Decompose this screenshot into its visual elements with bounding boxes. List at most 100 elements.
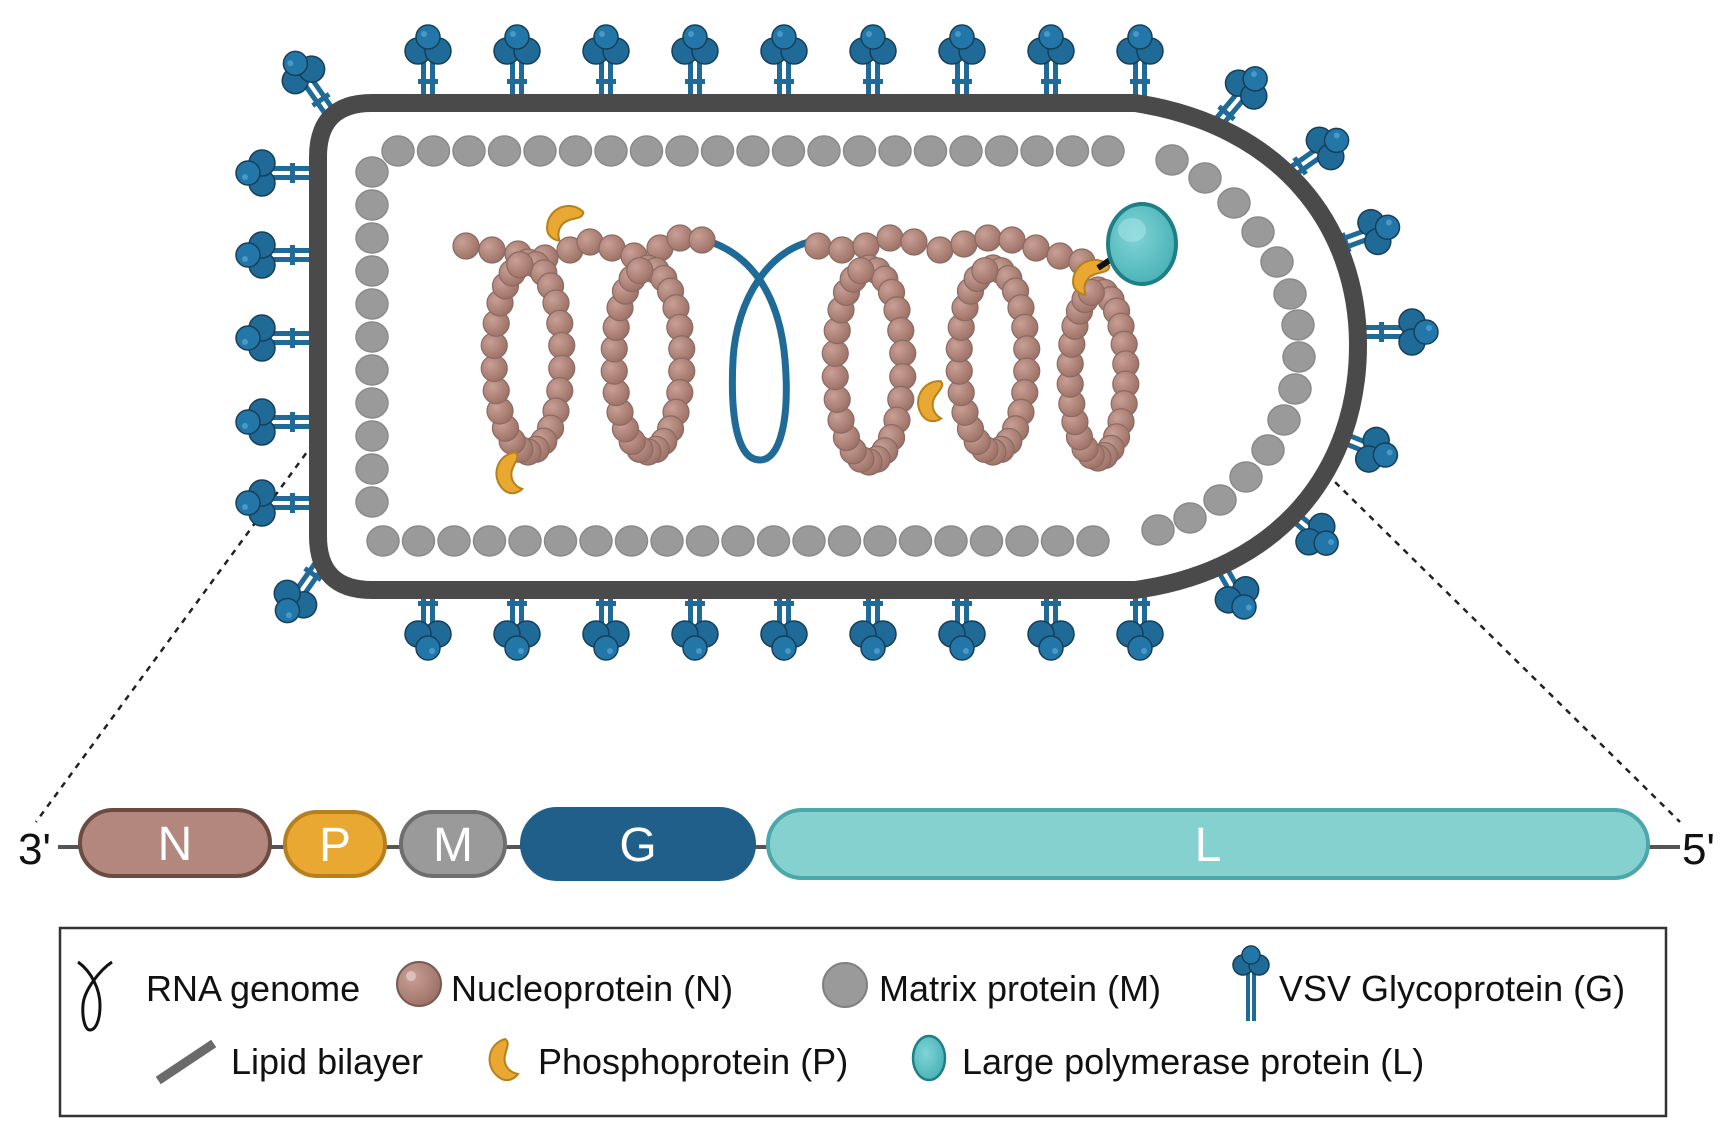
matrix-protein-icon (822, 962, 868, 1008)
glycoprotein-spike (1027, 572, 1075, 661)
matrix-protein (1005, 525, 1039, 557)
matrix-protein (685, 525, 720, 557)
matrix-protein (1203, 484, 1237, 516)
matrix-protein (934, 525, 968, 557)
nucleoprotein (950, 230, 978, 258)
nucleoprotein (998, 226, 1026, 254)
matrix-protein (1141, 514, 1175, 546)
genome-segment-g: G (520, 807, 756, 881)
matrix-protein (1241, 216, 1275, 248)
matrix-protein (827, 525, 862, 557)
nucleoprotein (971, 257, 999, 285)
glycoprotein-spike (849, 24, 897, 113)
matrix-protein (355, 387, 389, 419)
matrix-protein (1267, 404, 1301, 436)
glycoprotein-spike (671, 24, 719, 113)
glycoprotein-spike (1027, 24, 1075, 113)
nucleoprotein (626, 257, 654, 285)
glycoprotein-spike (938, 24, 986, 113)
glycoprotein-spike (849, 572, 897, 661)
lipid-bilayer-icon (155, 1039, 217, 1085)
matrix-protein (381, 135, 415, 167)
nucleoprotein (900, 228, 928, 256)
legend-nucleoprotein: Nucleoprotein (N) (451, 968, 733, 1009)
phosphoprotein (546, 205, 585, 242)
matrix-protein (452, 135, 486, 167)
matrix-protein (543, 525, 578, 557)
glycoprotein-spike (1350, 308, 1439, 356)
nucleoprotein (1022, 234, 1050, 262)
nucleoprotein (480, 354, 508, 383)
matrix-protein (1278, 373, 1312, 405)
nucleoprotein (828, 236, 856, 264)
nucleoprotein (889, 363, 917, 391)
zoom-guide-lines (34, 249, 1681, 823)
matrix-protein (1251, 434, 1285, 466)
nucleoprotein (887, 317, 915, 345)
matrix-protein (508, 525, 542, 557)
matrix-protein (558, 135, 593, 167)
genome-segment-m: M (399, 810, 507, 878)
matrix-protein (416, 135, 451, 167)
legend-vsv-glycoprotein: VSV Glycoprotein (G) (1279, 968, 1625, 1009)
matrix-protein (1217, 187, 1251, 219)
nucleoprotein (548, 331, 576, 360)
matrix-protein (700, 135, 735, 167)
nucleoprotein (926, 236, 954, 264)
matrix-protein (736, 135, 770, 167)
matrix-protein (355, 189, 389, 221)
legend-lipid-bilayer: Lipid bilayer (231, 1041, 423, 1082)
glycoprotein-spike (493, 572, 541, 661)
matrix-protein (650, 525, 684, 557)
nucleoprotein (847, 257, 875, 285)
matrix-protein (792, 525, 826, 557)
genome-5-prime-label: 5' (1682, 825, 1715, 874)
nucleoprotein (452, 232, 480, 260)
nucleocapsid-helix (452, 224, 1140, 476)
genome-segment-label: P (319, 819, 351, 872)
matrix-protein (366, 525, 400, 557)
nucleoprotein (506, 251, 534, 279)
matrix-protein (1260, 246, 1294, 278)
matrix-protein (437, 525, 471, 557)
matrix-protein (629, 135, 664, 167)
legend-rna-genome: RNA genome (146, 968, 360, 1009)
genome-segment-l: L (766, 808, 1650, 880)
genome-segment-label: N (158, 818, 193, 871)
matrix-protein (863, 525, 897, 557)
matrix-protein (984, 135, 1019, 167)
glycoprotein-spike (1116, 24, 1164, 113)
legend-matrix-protein: Matrix protein (M) (879, 968, 1161, 1009)
glycoprotein-spike (760, 24, 808, 113)
matrix-protein (721, 525, 755, 557)
large-polymerase-protein (1096, 202, 1178, 286)
large-polymerase-icon (911, 1034, 947, 1082)
glycoprotein-spike (582, 24, 630, 113)
glycoprotein-spike (235, 479, 324, 527)
glycoprotein-spike (760, 572, 808, 661)
legend-large-polymerase: Large polymerase protein (L) (962, 1041, 1424, 1082)
nucleoprotein (688, 226, 716, 254)
phosphoprotein (917, 380, 944, 423)
genome-segment-label: L (1195, 819, 1222, 872)
matrix-protein (355, 156, 389, 188)
genome-segment-label: M (433, 819, 473, 872)
nucleoprotein (821, 339, 849, 367)
matrix-protein (1040, 525, 1075, 557)
matrix-protein (1282, 341, 1316, 373)
matrix-protein (355, 453, 389, 485)
matrix-protein (1076, 525, 1110, 557)
matrix-protein (355, 288, 389, 320)
nucleoprotein (478, 236, 506, 264)
glycoprotein-spike (1116, 572, 1164, 661)
genome-3-prime-label: 3' (18, 825, 51, 874)
glycoprotein-spike (404, 24, 452, 113)
matrix-protein (523, 135, 557, 167)
matrix-protein (594, 135, 628, 167)
matrix-protein (1091, 135, 1125, 167)
nucleoprotein (804, 232, 832, 260)
matrix-protein (913, 135, 948, 167)
nucleoprotein (889, 339, 917, 367)
matrix-protein (756, 525, 791, 557)
